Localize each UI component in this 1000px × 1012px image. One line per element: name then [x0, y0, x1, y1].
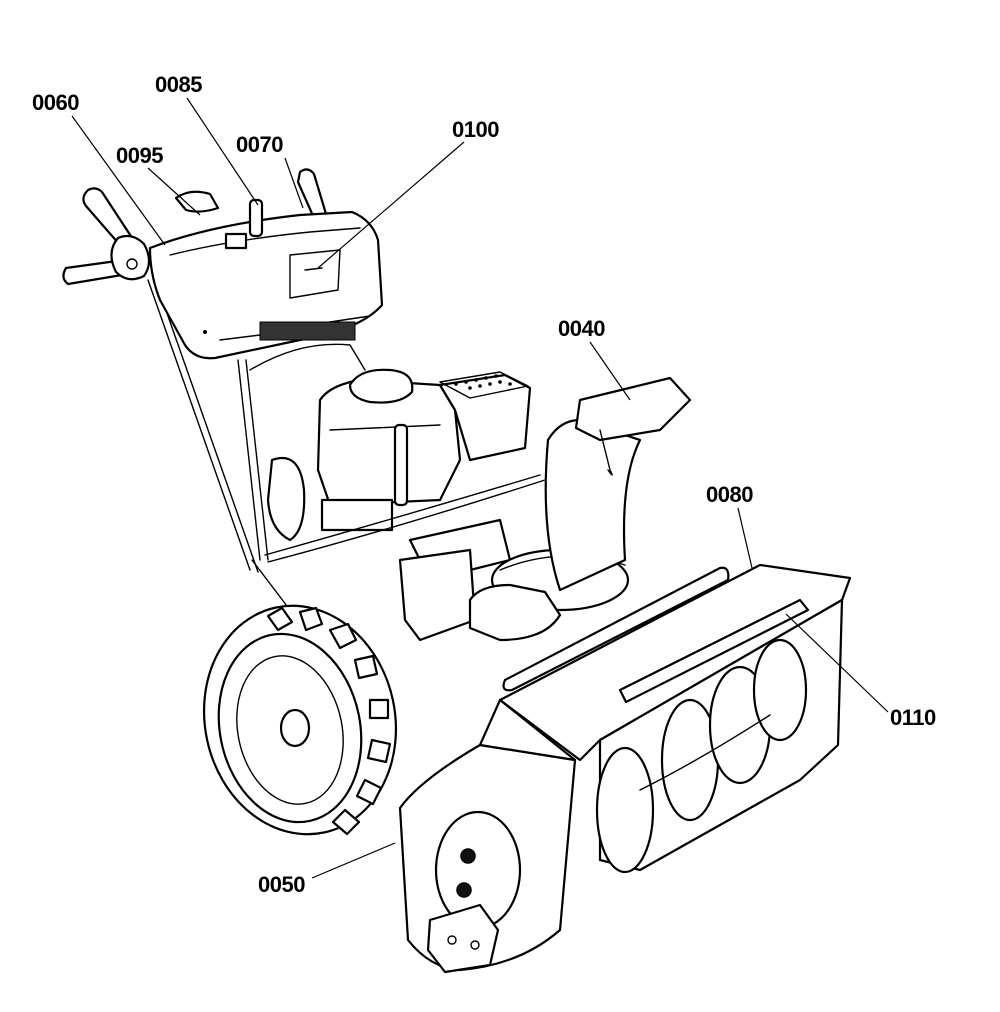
- engine-grille: [439, 371, 529, 399]
- control-panel: [148, 190, 384, 360]
- leader-lines: [71, 97, 889, 879]
- handlebar-right: [296, 168, 328, 221]
- callout-0095: 0095: [116, 143, 163, 168]
- callout-0100: 0100: [452, 117, 499, 142]
- callout-labels: 0060 0085 0095 0070 0100 0040 0080 0110 …: [32, 72, 936, 897]
- handlebar-left: [62, 187, 151, 286]
- callout-0050: 0050: [258, 872, 305, 897]
- callout-0070: 0070: [236, 132, 283, 157]
- handle-frame: [147, 279, 366, 611]
- callout-0085: 0085: [155, 72, 202, 97]
- engine: [264, 368, 546, 642]
- discharge-chute: [544, 376, 692, 592]
- wheel: [202, 604, 398, 836]
- callout-0060: 0060: [32, 90, 79, 115]
- callout-0110: 0110: [890, 705, 936, 730]
- tire-tread: [266, 606, 392, 836]
- auger-top-bar: [502, 566, 810, 704]
- auger: [595, 638, 808, 874]
- callout-0040: 0040: [558, 316, 605, 341]
- callout-0080: 0080: [706, 482, 753, 507]
